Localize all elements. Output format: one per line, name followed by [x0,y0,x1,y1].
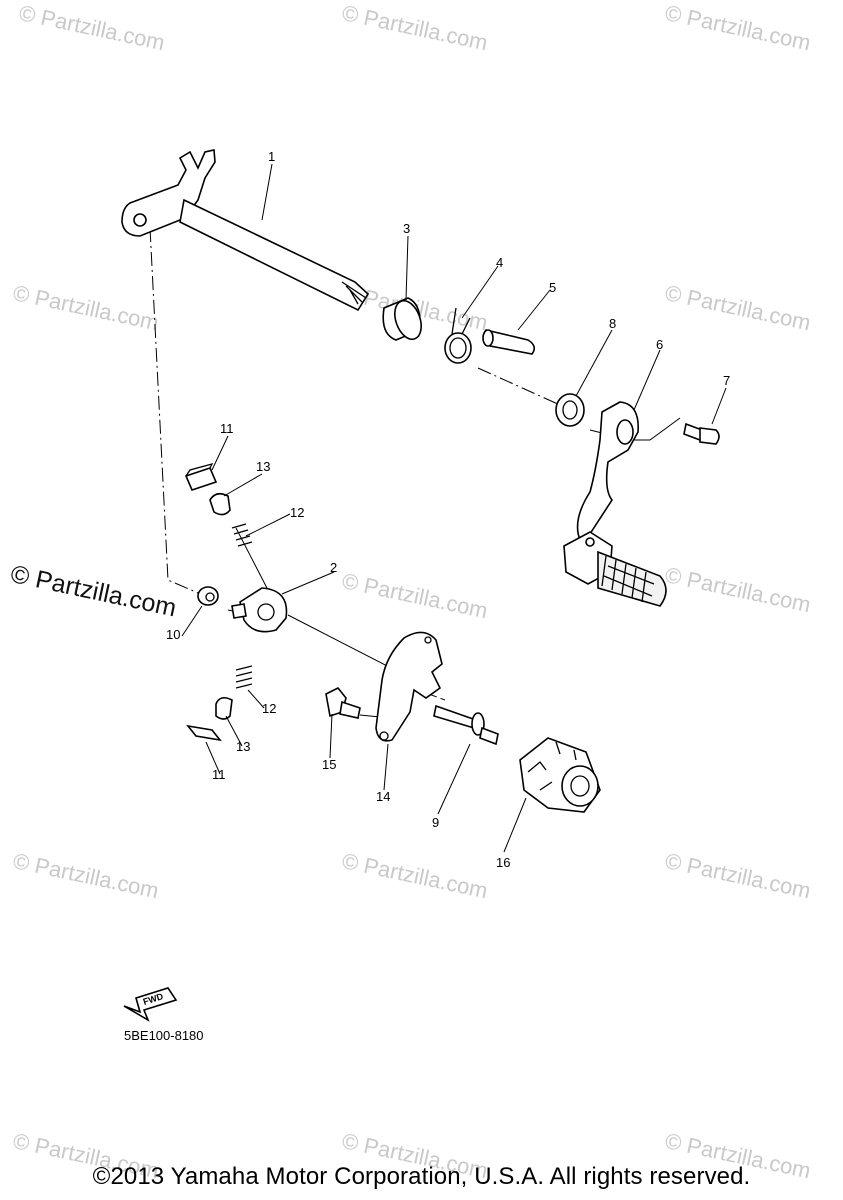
callout-8: 8 [609,316,617,331]
callout-11-upper: 11 [220,421,234,436]
key-part-11-lower [186,724,222,742]
callout-11-lower: 11 [212,767,226,782]
pin-part-5 [482,329,536,355]
callout-6: 6 [656,337,664,352]
callout-16: 16 [496,855,511,870]
callout-10: 10 [166,627,181,642]
part-number: 5BE100-8180 [124,1028,204,1043]
bolt-part-9 [433,704,499,746]
bolt-part-15 [325,686,361,719]
key-part-11 [184,462,218,491]
callout-1: 1 [268,149,276,164]
callout-13-lower: 13 [236,739,251,754]
callout-9: 9 [432,815,440,830]
segment-plate-part-14 [375,631,443,742]
callout-4: 4 [496,255,504,270]
callout-7: 7 [723,373,731,388]
callout-leaders [181,163,727,853]
spring-part-12-lower [235,665,253,689]
callout-5: 5 [549,280,557,295]
bolt-part-7 [683,422,720,445]
fwd-arrow-icon [123,987,178,1022]
callout-12-upper: 12 [290,505,305,520]
callout-12-lower: 12 [262,701,277,716]
washer-part-10 [197,586,219,606]
callout-15: 15 [322,757,337,772]
stopper-lever-part-2 [231,587,288,633]
callout-3: 3 [403,221,411,236]
collar-part-3 [382,297,422,341]
callout-13-upper: 13 [256,459,271,474]
spring-part-4 [444,307,472,364]
shift-pedal-part-6 [563,401,667,607]
plunger-part-13-lower [215,696,233,720]
oil-seal-part-8 [555,393,585,427]
shift-drum-segment-part-16 [519,737,601,813]
callout-14: 14 [376,789,391,804]
plunger-part-13 [209,492,231,516]
copyright-notice: ©2013 Yamaha Motor Corporation, U.S.A. A… [92,1163,751,1190]
callout-2: 2 [330,560,338,575]
spring-part-12 [231,523,253,547]
shift-shaft-part-1 [121,149,370,312]
